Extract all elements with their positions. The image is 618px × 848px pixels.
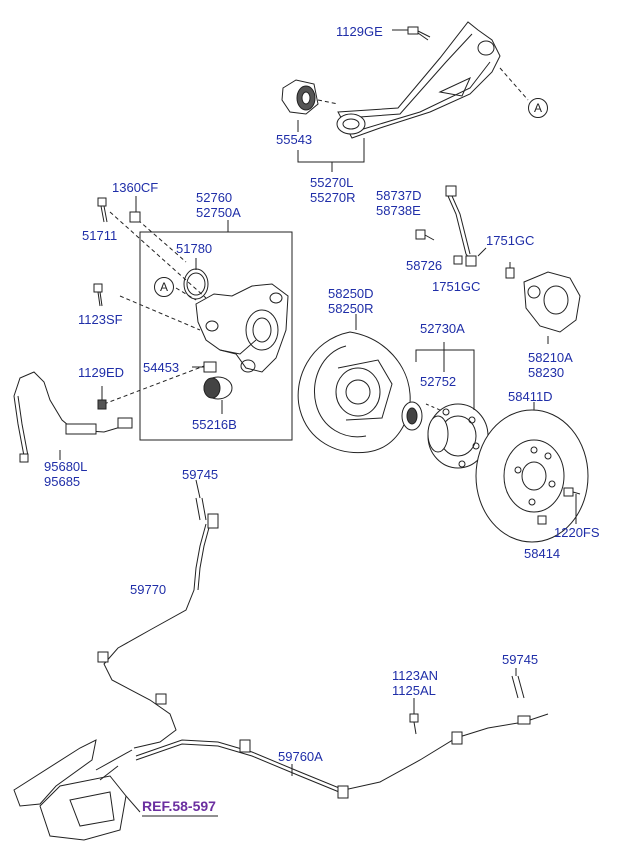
- label-55216b: 55216B: [192, 417, 237, 432]
- label-51711: 51711: [82, 228, 118, 243]
- knuckle-assembly-box: [139, 231, 293, 441]
- label-58414: 58414: [524, 546, 561, 561]
- callout-a-knuckle: A: [154, 277, 174, 297]
- parking-cable-right-drawing: [135, 668, 549, 799]
- knuckle-leaders: [103, 211, 207, 405]
- label-52760: 52760: [196, 190, 233, 205]
- label-58250r: 58250R: [328, 301, 374, 316]
- label-59745-lower: 59745: [502, 652, 539, 667]
- label-59760a: 59760A: [278, 749, 323, 764]
- label-58250d: 58250D: [328, 286, 374, 301]
- leader-lines-arm: [297, 67, 529, 172]
- label-52730a: 52730A: [420, 321, 465, 336]
- label-1220fs: 1220FS: [554, 525, 600, 540]
- label-55270r: 55270R: [310, 190, 356, 205]
- label-1751gc-lower: 1751GC: [432, 279, 481, 294]
- bolt-1129ed-drawing: [97, 386, 107, 410]
- bolt-1123sf-drawing: [93, 283, 103, 307]
- parking-cable-left-drawing: [97, 479, 219, 749]
- label-1123an: 1123AN: [392, 668, 439, 683]
- label-95685: 95685: [44, 474, 81, 489]
- bushing-55543-drawing: [281, 79, 339, 115]
- wheel-speed-sensor-drawing: [13, 371, 133, 463]
- label-52752: 52752: [420, 374, 457, 389]
- label-95680l: 95680L: [44, 459, 88, 474]
- callout-a-arm: A: [528, 98, 548, 118]
- label-58726: 58726: [406, 258, 443, 273]
- oring-51780-drawing: [183, 258, 209, 300]
- label-55270l: 55270L: [310, 175, 354, 190]
- label-54453: 54453: [143, 360, 180, 375]
- label-1125al: 1125AL: [392, 683, 436, 698]
- label-59745-upper: 59745: [182, 467, 219, 482]
- backing-plate-drawing: [297, 314, 411, 454]
- label-58210a: 58210A: [528, 350, 573, 365]
- bushing-55216b-drawing: [192, 361, 233, 414]
- label-1123sf: 1123SF: [78, 312, 123, 327]
- label-1129ge: 1129GE: [336, 24, 383, 39]
- brake-disc-drawing: [475, 402, 589, 543]
- label-58411d: 58411D: [508, 389, 553, 404]
- label-59770: 59770: [130, 582, 167, 597]
- label-1751gc-upper: 1751GC: [486, 233, 535, 248]
- label-58737d: 58737D: [376, 188, 422, 203]
- brake-hose-drawing: [415, 185, 511, 268]
- knuckle-drawing: [195, 283, 289, 373]
- caliper-drawing: [505, 267, 581, 344]
- label-52750a: 52750A: [196, 205, 241, 220]
- label-1360cf: 1360CF: [112, 180, 159, 195]
- label-1129ed: 1129ED: [78, 365, 125, 380]
- bolt-51711-drawing: [97, 197, 108, 223]
- reference-link[interactable]: REF.58-597: [142, 798, 216, 814]
- label-58230: 58230: [528, 365, 565, 380]
- trailing-arm-drawing: [336, 21, 501, 139]
- nut-1360cf-drawing: [129, 196, 141, 223]
- label-51780: 51780: [176, 241, 213, 256]
- label-58738e: 58738E: [376, 203, 421, 218]
- bolt-1129ge-drawing: [392, 26, 431, 41]
- label-55543: 55543: [276, 132, 313, 147]
- parking-lever-drawing: [13, 739, 218, 841]
- hub-bearing-drawing: [401, 342, 489, 469]
